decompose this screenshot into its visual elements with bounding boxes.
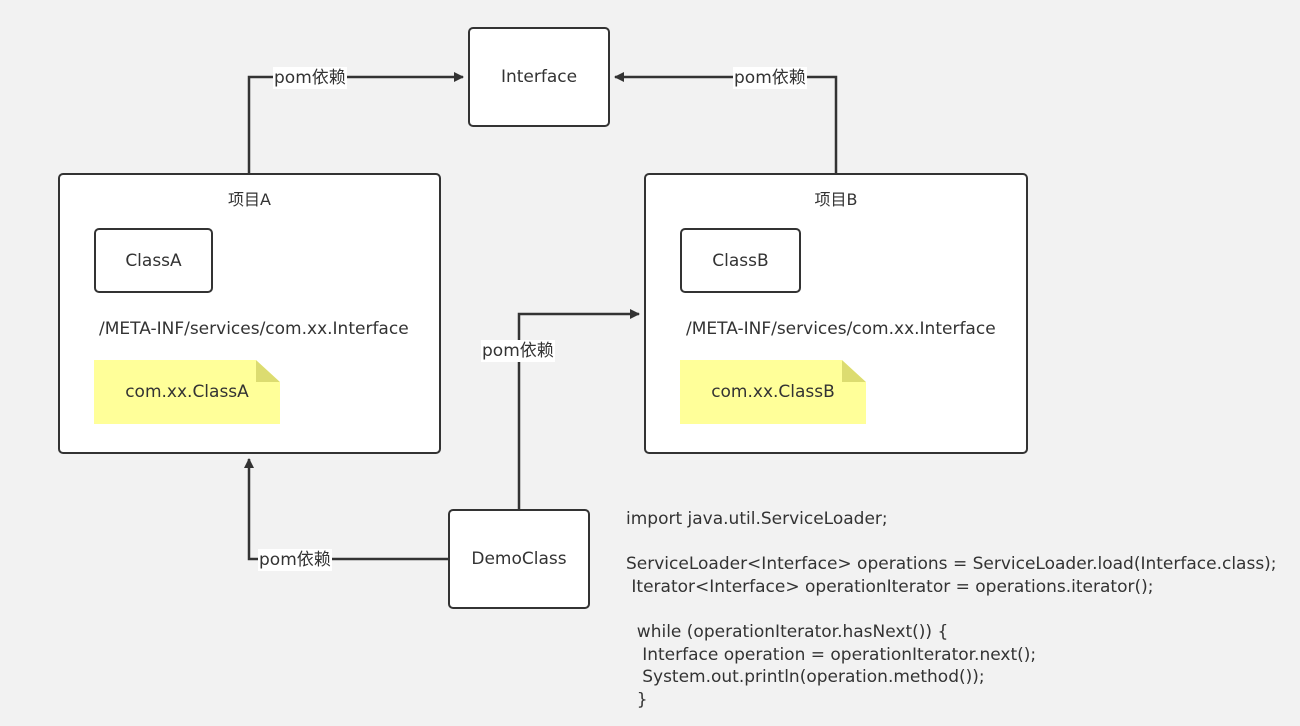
code-line: Interface operation = operationIterator.… bbox=[626, 644, 1037, 665]
project-b-container[interactable]: 项目B ClassB /META-INF/services/com.xx.Int… bbox=[644, 173, 1028, 454]
interface-label: Interface bbox=[500, 67, 578, 87]
interface-node[interactable]: Interface bbox=[468, 27, 610, 127]
edge-demo-to-b bbox=[517, 309, 640, 509]
class-a-label: ClassA bbox=[125, 250, 182, 271]
demo-class-label: DemoClass bbox=[471, 549, 567, 569]
edge-label-b-to-interface: pom依赖 bbox=[733, 67, 807, 89]
project-a-title: 项目A bbox=[228, 190, 271, 209]
class-a-node[interactable]: ClassA bbox=[94, 228, 213, 293]
code-line: System.out.println(operation.method()); bbox=[626, 667, 985, 688]
code-line: Iterator<Interface> operationIterator = … bbox=[626, 576, 1154, 597]
code-snippet: import java.util.ServiceLoader; ServiceL… bbox=[626, 508, 1277, 711]
project-a-service-path: /META-INF/services/com.xx.Interface bbox=[99, 319, 409, 339]
class-b-node[interactable]: ClassB bbox=[680, 228, 801, 293]
code-line: } bbox=[626, 689, 648, 710]
project-a-note-text: com.xx.ClassA bbox=[125, 382, 249, 402]
code-line: import java.util.ServiceLoader; bbox=[626, 509, 888, 529]
demo-class-node[interactable]: DemoClass bbox=[448, 509, 590, 609]
project-b-note-text: com.xx.ClassB bbox=[711, 382, 835, 402]
edge-label-demo-to-b: pom依赖 bbox=[481, 340, 555, 362]
edge-b-to-interface bbox=[614, 72, 838, 173]
code-line bbox=[626, 598, 1277, 621]
edge-label-demo-to-a: pom依赖 bbox=[258, 549, 332, 571]
project-a-container[interactable]: 项目A ClassA /META-INF/services/com.xx.Int… bbox=[58, 173, 441, 454]
edge-a-to-interface bbox=[247, 72, 464, 173]
project-b-service-path: /META-INF/services/com.xx.Interface bbox=[686, 319, 996, 339]
edge-demo-to-a bbox=[244, 458, 448, 561]
class-b-label: ClassB bbox=[712, 250, 769, 271]
project-a-note: com.xx.ClassA bbox=[94, 360, 280, 424]
project-b-note: com.xx.ClassB bbox=[680, 360, 866, 424]
code-line: while (operationIterator.hasNext()) { bbox=[626, 621, 949, 642]
project-b-title: 项目B bbox=[814, 190, 858, 209]
code-line bbox=[626, 531, 1277, 554]
code-line: ServiceLoader<Interface> operations = Se… bbox=[626, 554, 1277, 575]
edge-label-a-to-interface: pom依赖 bbox=[273, 67, 347, 89]
